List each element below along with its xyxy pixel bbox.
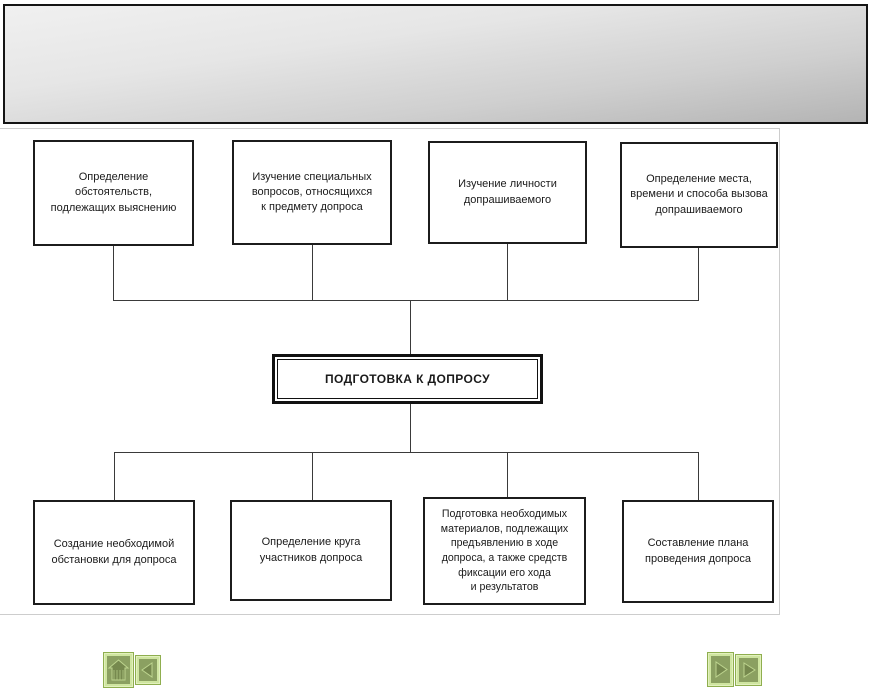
- connector-line: [312, 452, 313, 500]
- forward-button-2[interactable]: [735, 654, 762, 686]
- back-arrow-icon: [139, 659, 157, 681]
- connector-line: [507, 244, 508, 300]
- connector-line: [114, 452, 699, 453]
- flow-box-place-time: Определение места, времени и способа выз…: [620, 142, 778, 248]
- flow-box-circumstances: Определение обстоятельств, подлежащих вы…: [33, 140, 194, 246]
- home-button[interactable]: [103, 652, 134, 688]
- home-icon: [107, 656, 130, 684]
- forward-arrow-icon: [711, 656, 730, 683]
- connector-line: [698, 452, 699, 500]
- connector-line: [113, 300, 699, 301]
- connector-line: [410, 300, 411, 354]
- back-button[interactable]: [135, 655, 161, 685]
- flow-box-special-questions: Изучение специальных вопросов, относящих…: [232, 140, 392, 245]
- connector-line: [507, 452, 508, 497]
- flow-box-participants: Определение круга участников допроса: [230, 500, 392, 601]
- central-label: ПОДГОТОВКА К ДОПРОСУ: [277, 359, 538, 399]
- connector-line: [410, 404, 411, 452]
- flow-box-personality-study: Изучение личности допрашиваемого: [428, 141, 587, 244]
- flow-box-central-preparation: ПОДГОТОВКА К ДОПРОСУ: [272, 354, 543, 404]
- connector-line: [312, 245, 313, 300]
- connector-line: [698, 248, 699, 300]
- flow-box-plan: Составление плана проведения допроса: [622, 500, 774, 603]
- forward-button[interactable]: [707, 652, 734, 687]
- diagram-frame: [0, 128, 780, 615]
- connector-line: [113, 246, 114, 300]
- forward-arrow-icon: [739, 658, 758, 682]
- flow-box-environment: Создание необходимой обстановки для допр…: [33, 500, 195, 605]
- title-banner: [3, 4, 868, 124]
- connector-line: [114, 452, 115, 500]
- flow-box-materials: Подготовка необходимых материалов, подле…: [423, 497, 586, 605]
